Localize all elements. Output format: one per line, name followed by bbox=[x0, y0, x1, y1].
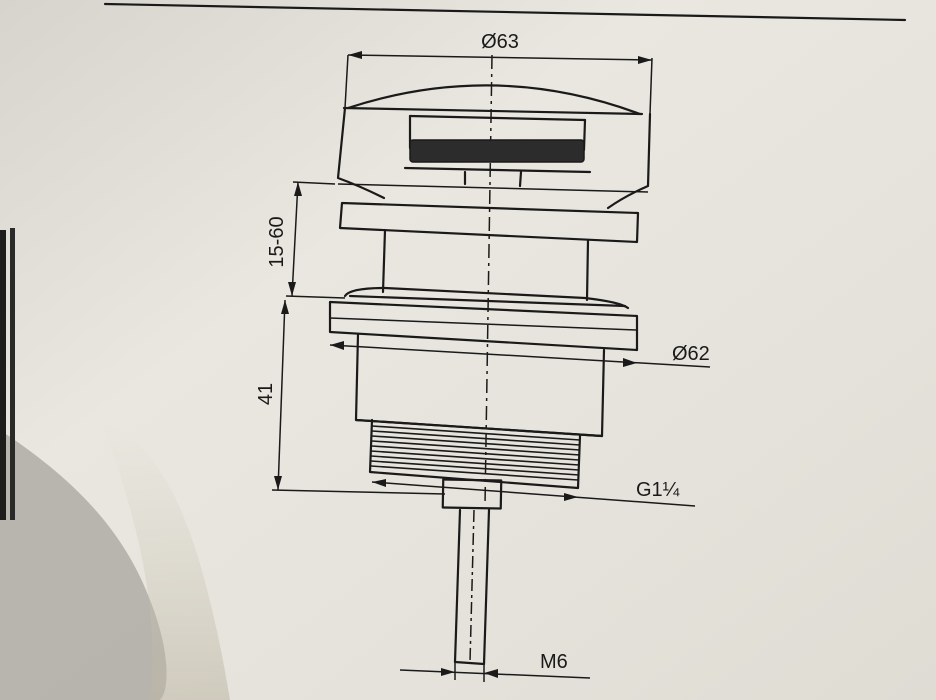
lower-flange bbox=[328, 300, 639, 352]
waste-body bbox=[354, 332, 606, 438]
cap bbox=[336, 54, 653, 210]
shadow-region bbox=[0, 430, 167, 700]
paper-stain bbox=[100, 420, 230, 700]
sheet-top-rule bbox=[103, 2, 907, 22]
left-edge-bar bbox=[0, 230, 6, 520]
top-diameter-label: Ø63 bbox=[481, 31, 519, 53]
upper-flange bbox=[337, 183, 649, 244]
dimension-thread: G1¼ bbox=[371, 479, 696, 507]
dimension-top-diameter: Ø63 bbox=[347, 31, 653, 64]
thread-label: G1¼ bbox=[636, 479, 680, 501]
flange-diameter-label: Ø62 bbox=[672, 343, 710, 365]
rod-thread-label: M6 bbox=[540, 651, 568, 673]
dimension-flange-diameter: Ø62 bbox=[329, 341, 711, 368]
dimension-rod-thread: M6 bbox=[399, 651, 591, 682]
stem-body bbox=[343, 228, 630, 310]
centre-line bbox=[484, 54, 493, 506]
height-range-label: 15-60 bbox=[266, 216, 288, 267]
left-edge-bar bbox=[10, 228, 15, 520]
dimension-body-height: 41 bbox=[255, 299, 446, 495]
dimension-height-range: 15-60 bbox=[266, 181, 346, 299]
seal-ring bbox=[409, 139, 585, 163]
body-height-label: 41 bbox=[255, 383, 277, 405]
